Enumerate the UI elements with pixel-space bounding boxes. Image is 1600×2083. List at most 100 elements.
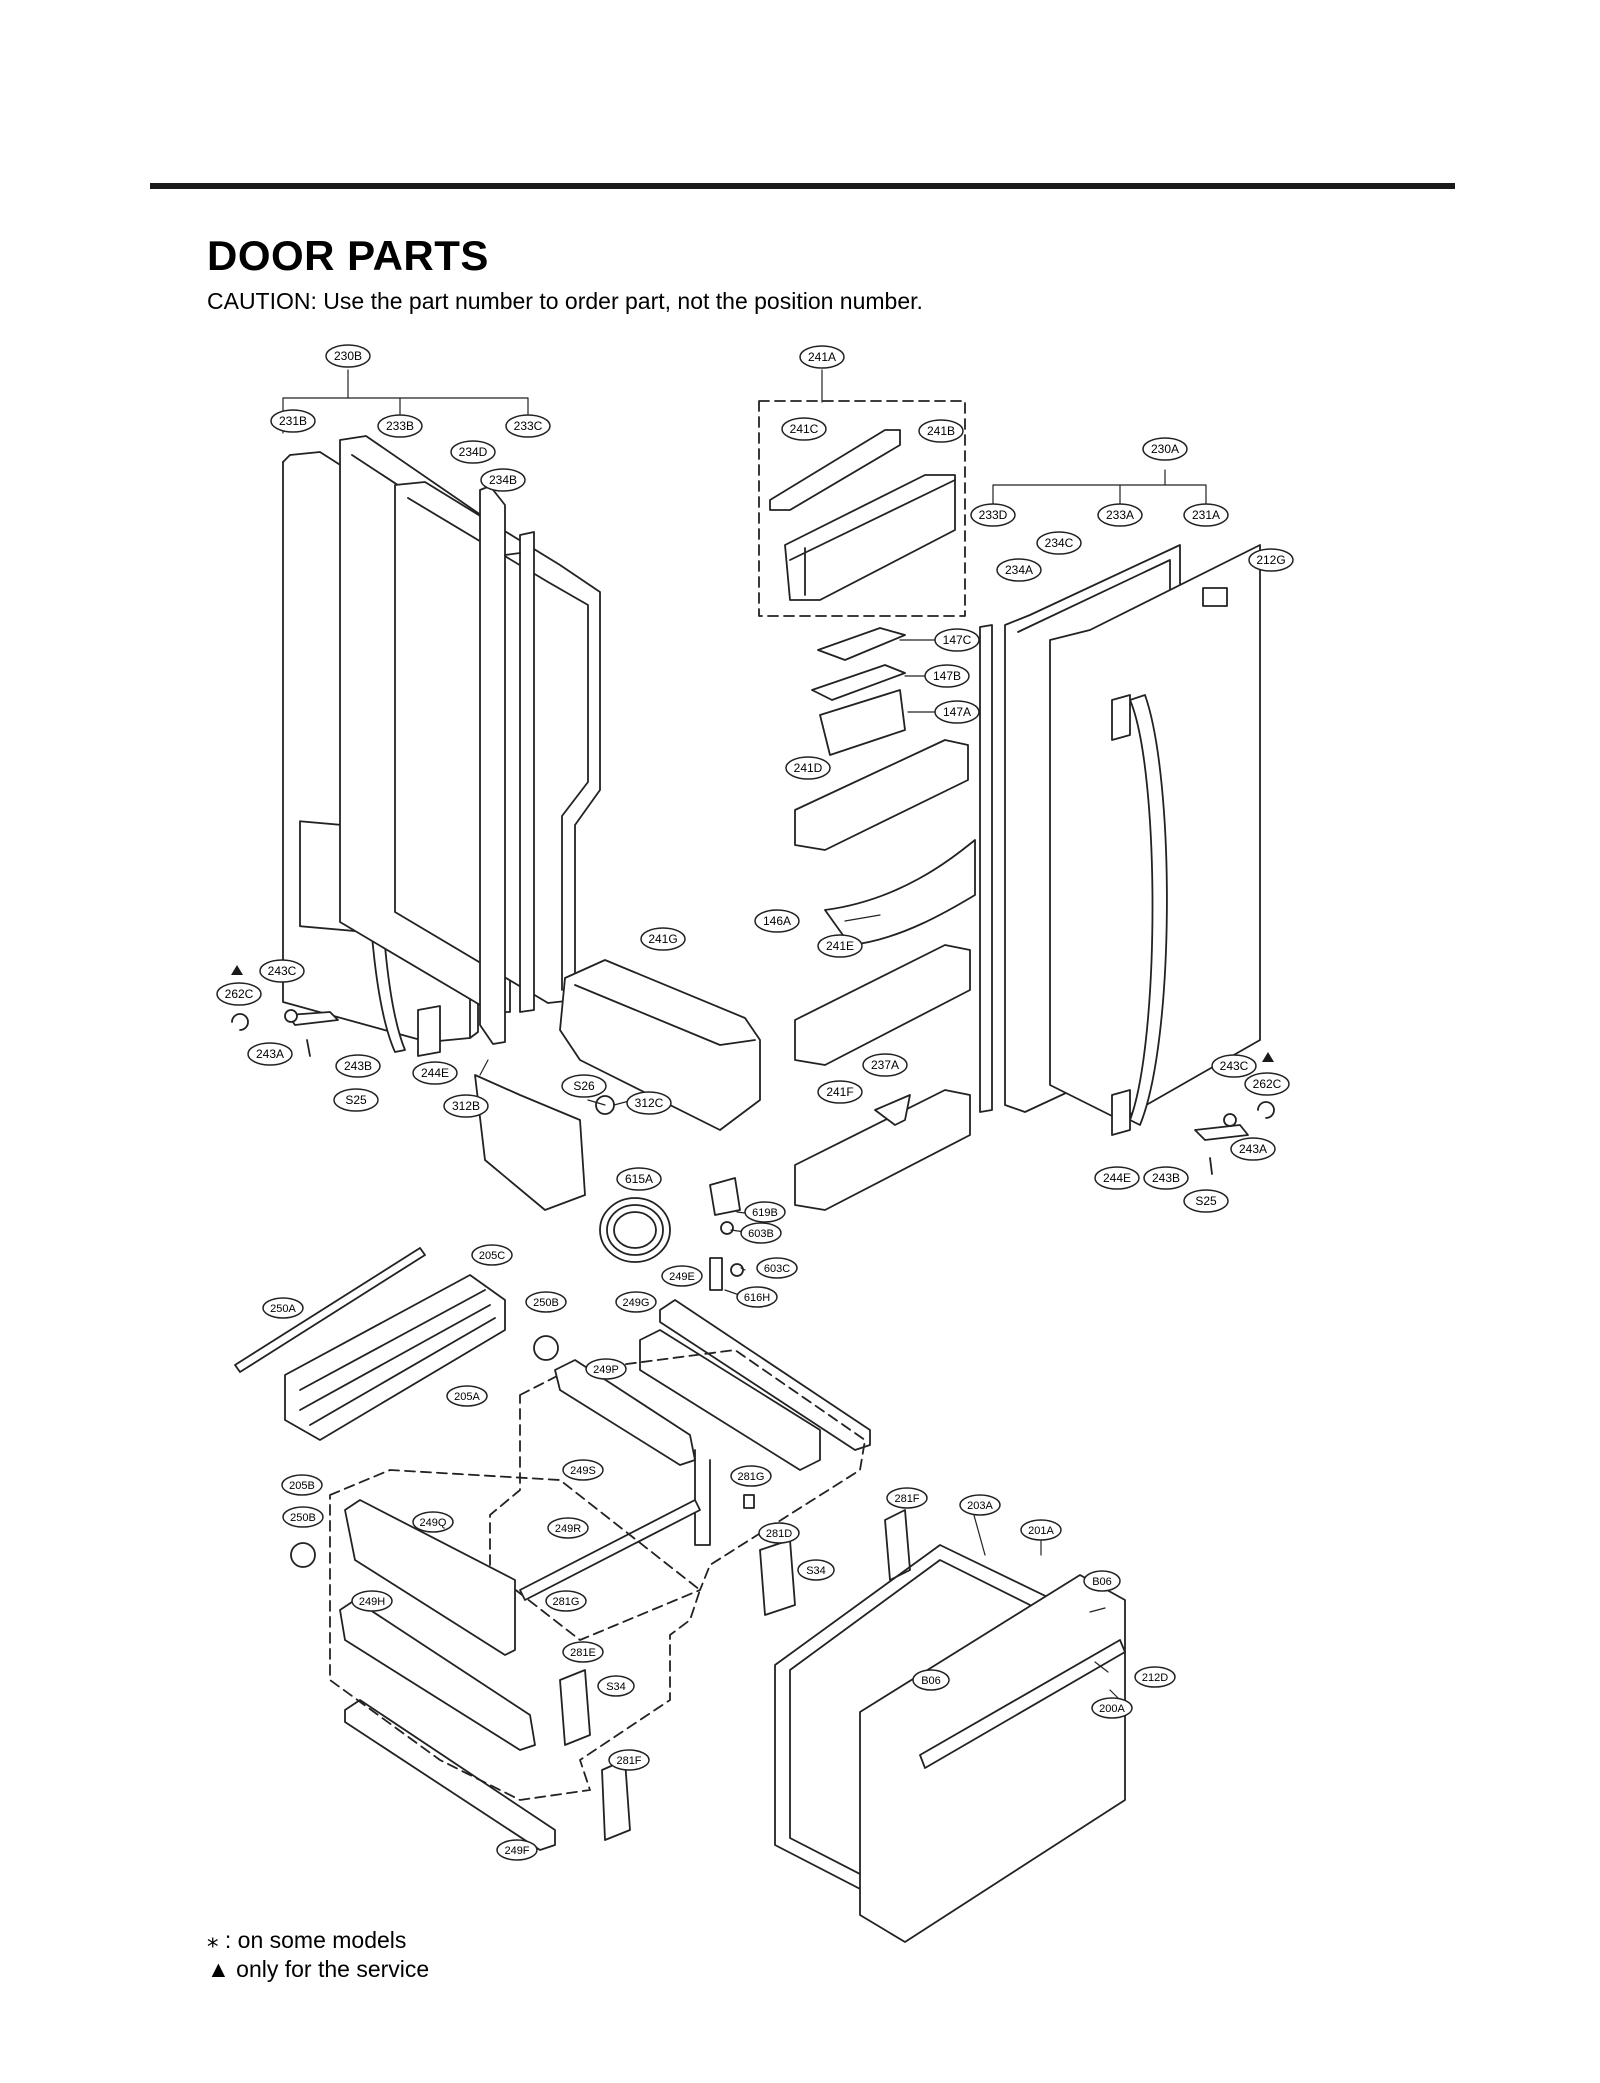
svg-text:S34: S34 xyxy=(806,1565,826,1577)
callout-241D: 241D xyxy=(785,756,831,780)
svg-text:281F: 281F xyxy=(616,1755,641,1767)
freezer-drawer xyxy=(774,1544,1126,1943)
seal-250A xyxy=(234,1247,426,1373)
callout-212D: 212D xyxy=(1134,1666,1176,1688)
svg-text:S25: S25 xyxy=(1195,1194,1217,1208)
egg-box-147A xyxy=(819,689,906,756)
callout-S25-left: S25 xyxy=(333,1088,379,1112)
callout-249R: 249R xyxy=(547,1517,589,1539)
callout-244E-left: 244E xyxy=(412,1061,458,1085)
svg-text:B06: B06 xyxy=(921,1675,941,1687)
svg-text:243B: 243B xyxy=(344,1059,372,1073)
svg-text:241D: 241D xyxy=(794,761,823,775)
svg-text:201A: 201A xyxy=(1028,1525,1054,1537)
callout-234D: 234D xyxy=(450,440,496,464)
callout-205B: 205B xyxy=(281,1474,323,1496)
svg-text:233C: 233C xyxy=(514,419,543,433)
callout-241G: 241G xyxy=(640,927,686,951)
door-basket-241E xyxy=(794,944,971,1066)
callout-241C: 241C xyxy=(781,417,827,441)
cover-281F-top xyxy=(884,1509,911,1581)
callout-281E: 281E xyxy=(562,1641,604,1663)
svg-text:205C: 205C xyxy=(479,1250,505,1262)
svg-text:243A: 243A xyxy=(256,1047,284,1061)
callout-243B-right: 243B xyxy=(1143,1166,1189,1190)
callout-233D: 233D xyxy=(970,503,1016,527)
svg-text:312B: 312B xyxy=(452,1099,480,1113)
callout-234A: 234A xyxy=(996,558,1042,582)
valve-619B xyxy=(709,1177,741,1216)
legend-service-only: ▲ only for the service xyxy=(207,1956,430,1982)
tube-coil-615A xyxy=(599,1197,671,1263)
svg-text:250A: 250A xyxy=(270,1303,296,1315)
svg-text:281G: 281G xyxy=(553,1596,580,1608)
bar-249R xyxy=(519,1499,701,1601)
callout-B06-right: B06 xyxy=(1083,1570,1121,1592)
svg-text:249Q: 249Q xyxy=(420,1517,447,1529)
svg-text:262C: 262C xyxy=(1253,1077,1282,1091)
service-triangle-left xyxy=(231,965,243,975)
callout-S26: S26 xyxy=(561,1074,607,1098)
callout-234C: 234C xyxy=(1036,531,1082,555)
right-door-handle xyxy=(1129,694,1168,1126)
dispenser-parts xyxy=(474,1074,744,1291)
svg-text:281D: 281D xyxy=(766,1528,792,1540)
svg-text:212G: 212G xyxy=(1256,553,1285,567)
svg-text:243B: 243B xyxy=(1152,1171,1180,1185)
callout-231A: 231A xyxy=(1183,503,1229,527)
svg-text:233A: 233A xyxy=(1106,508,1134,522)
svg-text:249S: 249S xyxy=(570,1465,596,1477)
svg-text:230A: 230A xyxy=(1151,442,1179,456)
left-hinge xyxy=(231,1009,339,1057)
callout-249F: 249F xyxy=(496,1839,538,1861)
caution-note: CAUTION: Use the part number to order pa… xyxy=(207,288,923,314)
svg-text:S25: S25 xyxy=(345,1093,367,1107)
legend-some-models: ⁎ : on some models xyxy=(207,1927,407,1953)
rail-249Q xyxy=(344,1499,516,1656)
cover-281D xyxy=(759,1539,796,1616)
callout-147C: 147C xyxy=(934,628,980,652)
right-hinge xyxy=(1194,1101,1275,1175)
callout-249P: 249P xyxy=(585,1358,627,1380)
svg-text:234A: 234A xyxy=(1005,563,1033,577)
svg-text:619B: 619B xyxy=(752,1207,778,1219)
svg-text:147C: 147C xyxy=(943,633,972,647)
svg-text:249P: 249P xyxy=(593,1364,619,1376)
svg-text:241E: 241E xyxy=(826,939,854,953)
callout-281D: 281D xyxy=(758,1522,800,1544)
callout-603B: 603B xyxy=(740,1222,782,1244)
callout-615A: 615A xyxy=(616,1167,662,1191)
egg-tray-147B xyxy=(811,664,906,701)
callout-243A-right: 243A xyxy=(1230,1137,1276,1161)
callout-241B: 241B xyxy=(918,419,964,443)
svg-text:249H: 249H xyxy=(359,1596,385,1608)
svg-text:262C: 262C xyxy=(225,987,254,1001)
egg-tray-cover-147C xyxy=(817,627,906,661)
svg-text:281E: 281E xyxy=(570,1647,596,1659)
cover-281F xyxy=(601,1759,631,1841)
cover-281E xyxy=(559,1669,591,1746)
svg-text:231A: 231A xyxy=(1192,508,1220,522)
callout-230B: 230B xyxy=(325,344,371,368)
clip-281G xyxy=(743,1494,755,1509)
svg-text:147A: 147A xyxy=(943,705,971,719)
callout-241E: 241E xyxy=(817,934,863,958)
drawer-front-201A xyxy=(859,1574,1126,1943)
callout-244E-right: 244E xyxy=(1094,1166,1140,1190)
svg-text:241B: 241B xyxy=(927,424,955,438)
svg-text:234B: 234B xyxy=(489,473,517,487)
right-door-gasket-233D xyxy=(979,624,993,1113)
callout-147A: 147A xyxy=(934,700,980,724)
left-door-assembly xyxy=(282,435,601,1057)
right-door-assembly xyxy=(979,544,1261,1136)
callout-S34-bottom: S34 xyxy=(597,1675,635,1697)
svg-text:241F: 241F xyxy=(826,1085,853,1099)
svg-text:615A: 615A xyxy=(625,1172,653,1186)
svg-text:616H: 616H xyxy=(744,1292,770,1304)
callout-205A: 205A xyxy=(446,1385,488,1407)
svg-text:237A: 237A xyxy=(871,1058,899,1072)
svg-text:231B: 231B xyxy=(279,414,307,428)
callout-249E: 249E xyxy=(661,1265,703,1287)
door-basket-241F xyxy=(794,1089,971,1211)
